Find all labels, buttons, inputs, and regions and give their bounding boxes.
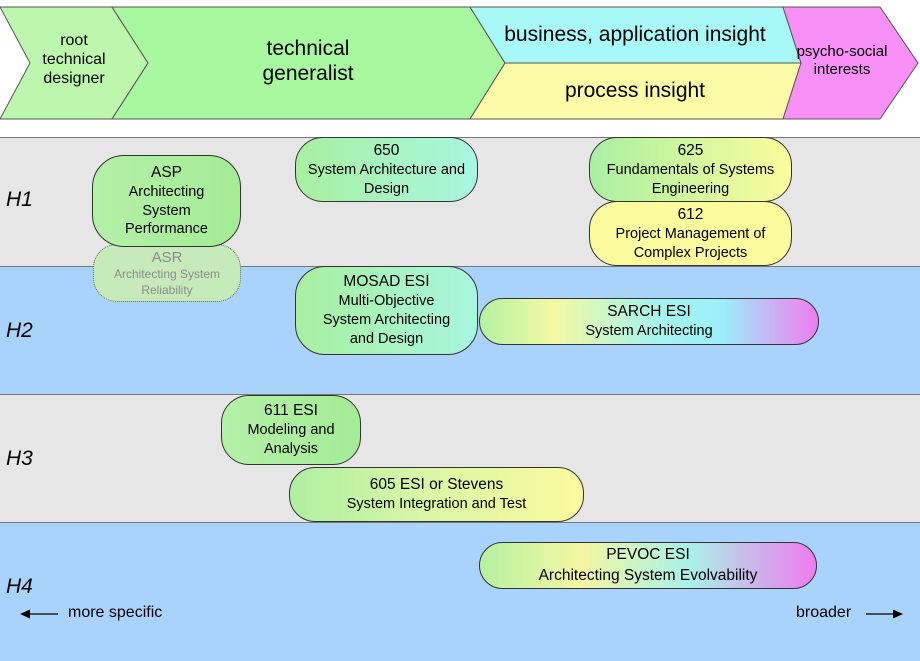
- competence-chevron-band: root technical designer technical genera…: [0, 0, 920, 125]
- course-pevoc: PEVOC ESI Architecting System Evolvabili…: [479, 542, 817, 589]
- level-label-h3: H3: [6, 447, 33, 470]
- course-asp: ASP Architecting System Performance: [92, 155, 241, 247]
- level-label-h2: H2: [6, 319, 33, 342]
- course-611: 611 ESI Modeling and Analysis: [221, 395, 361, 465]
- course-asr: ASR Architecting System Reliability: [93, 244, 241, 302]
- chevron-psycho-social-interests: [782, 6, 919, 120]
- chevron-label-process: process insight: [564, 79, 706, 102]
- right-arrow-icon: [866, 609, 903, 619]
- course-650: 650 System Architecture and Design: [295, 137, 478, 202]
- chevron-shapes: [0, 6, 919, 120]
- course-sarch: SARCH ESI System Architecting: [479, 298, 819, 345]
- chevron-label-business: business, application insight: [504, 23, 766, 46]
- level-label-h4: H4: [6, 575, 33, 598]
- course-625: 625 Fundamentals of Systems Engineering: [589, 137, 792, 202]
- left-arrow-icon: [20, 609, 58, 619]
- course-605: 605 ESI or Stevens System Integration an…: [289, 467, 584, 522]
- course-mosad: MOSAD ESI Multi-Objective System Archite…: [295, 266, 478, 355]
- chevron-label-generalist: technical generalist: [262, 37, 354, 86]
- chevron-label-psycho-social: psycho-social interests: [796, 43, 888, 78]
- chevron-label-root: root technical designer: [42, 32, 106, 88]
- axis-label-more-specific: more specific: [68, 604, 163, 621]
- axis-label-broader: broader: [796, 604, 852, 621]
- level-label-h1: H1: [6, 188, 33, 211]
- course-612: 612 Project Management of Complex Projec…: [589, 201, 792, 266]
